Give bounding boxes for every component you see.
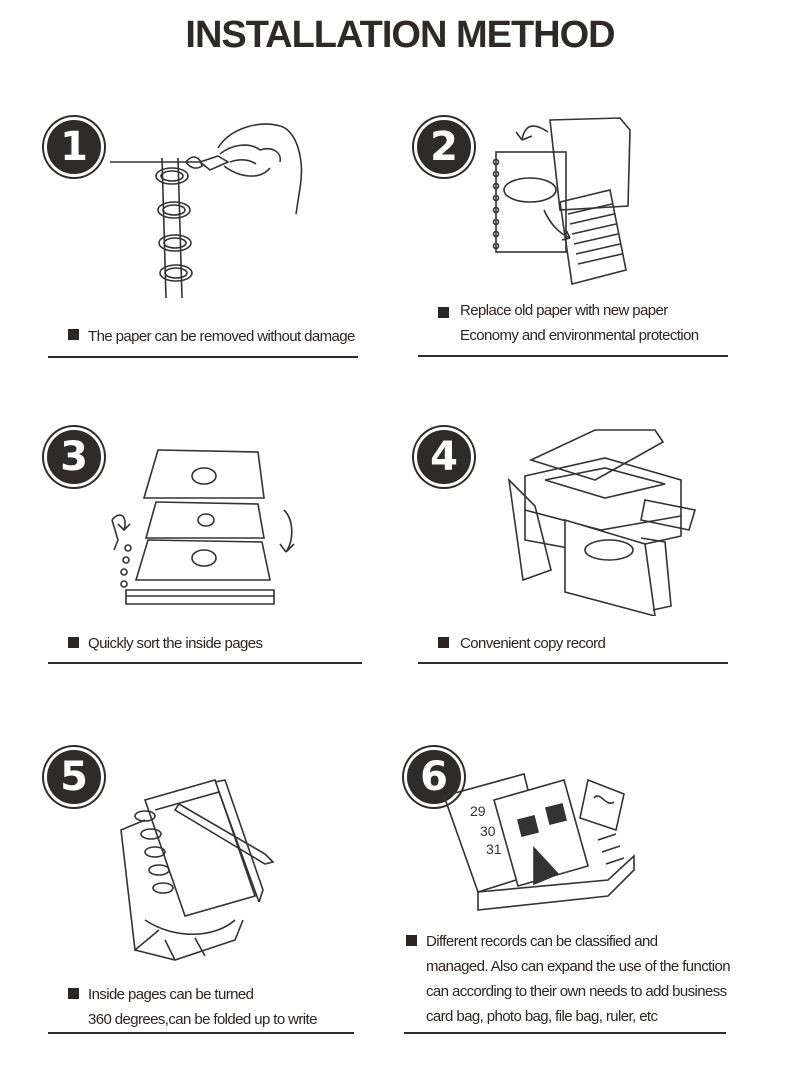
sort-pages-icon [111, 449, 295, 605]
caption-line: Economy and environmental protection [460, 327, 699, 344]
divider [404, 1032, 726, 1034]
step-number-badge: 3 [44, 427, 104, 487]
caption-line: Quickly sort the inside pages [88, 635, 263, 652]
bullet-marker [68, 329, 79, 340]
caption-line: Convenient copy record [460, 635, 606, 652]
caption-line: Different records can be classified and [426, 933, 658, 950]
step-caption: Different records can be classified and … [426, 929, 731, 1029]
step-number-badge: 4 [414, 427, 474, 487]
step-caption: Quickly sort the inside pages [88, 631, 263, 656]
divider [48, 356, 358, 358]
caption-line: The paper can be removed without damage [88, 328, 355, 345]
replace-paper-icon [492, 117, 631, 285]
step-number-badge: 2 [414, 117, 474, 177]
step-caption: Replace old paper with new paper Economy… [460, 298, 699, 348]
page-title: INSTALLATION METHOD [185, 14, 615, 56]
bullet-marker [68, 988, 79, 999]
caption-line: Replace old paper with new paper [460, 302, 668, 319]
step-caption: Inside pages can be turned 360 degrees,c… [88, 982, 317, 1032]
ring-binder-hand-icon [110, 123, 303, 298]
step-number-badge: 1 [44, 117, 104, 177]
bullet-marker [438, 637, 449, 648]
calendar-number: 29 [470, 803, 486, 819]
divider [48, 662, 362, 664]
step-number-badge: 6 [404, 747, 464, 807]
caption-line: card bag, photo bag, file bag, ruler, et… [426, 1008, 658, 1025]
bullet-marker [406, 935, 417, 946]
bullet-marker [438, 307, 449, 318]
divider [418, 662, 728, 664]
calendar-number: 31 [486, 841, 502, 857]
step-caption: Convenient copy record [460, 631, 606, 656]
divider [418, 355, 728, 357]
step-number-badge: 5 [44, 747, 104, 807]
bullet-marker [68, 637, 79, 648]
step-caption: The paper can be removed without damage [88, 324, 355, 349]
caption-line: Inside pages can be turned [88, 986, 254, 1003]
classified-records-icon: 29 30 31 [442, 773, 635, 911]
copier-icon [507, 429, 697, 616]
caption-line: managed. Also can expand the use of the … [426, 958, 731, 975]
calendar-number: 30 [480, 823, 496, 839]
caption-line: can according to their own needs to add … [426, 983, 727, 1000]
divider [48, 1032, 354, 1034]
caption-line: 360 degrees,can be folded up to write [88, 1011, 317, 1028]
notebook-pencil-icon [120, 779, 275, 961]
